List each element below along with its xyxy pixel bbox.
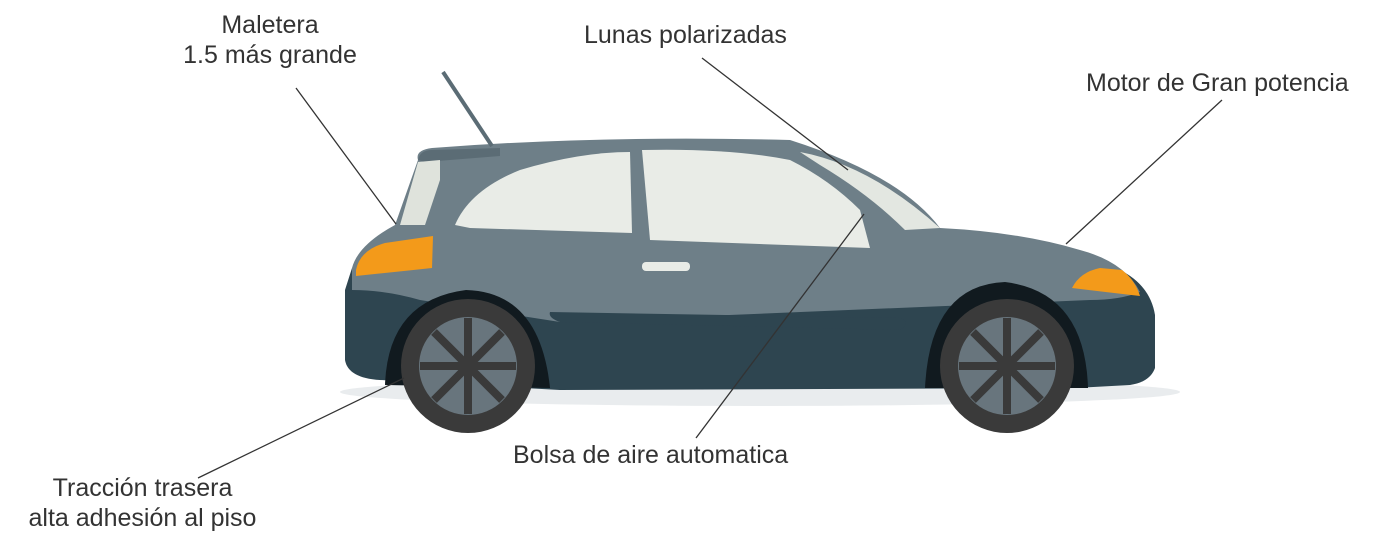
rear-quarter-window [400,160,440,225]
front-wheel [940,299,1074,433]
label-lunas: Lunas polarizadas [584,21,787,49]
leader-line-bolsa [695,213,865,439]
leader-line-maletera [295,87,397,225]
label-maletera: Maletera 1.5 más grande [160,10,380,70]
label-maletera-line2: 1.5 más grande [183,41,357,69]
label-bolsa: Bolsa de aire automatica [513,441,789,469]
leader-line-traccion [197,377,405,479]
antenna [441,70,494,148]
rear-side-window [455,152,632,233]
roof-spoiler [418,148,500,162]
leader-line-lunas [701,57,849,171]
front-side-window [642,149,870,248]
label-maletera-line1: Maletera [221,11,319,39]
door-handle [642,262,690,271]
windshield [800,152,940,230]
rear-light [356,236,433,276]
headlight [1072,268,1140,296]
label-traccion-line2: alta adhesión al piso [28,504,257,532]
side-molding [549,312,906,330]
rear-wheel [401,299,535,433]
label-traccion: Tracción trasera alta adhesión al piso [0,473,285,533]
label-traccion-line1: Tracción trasera [52,474,233,502]
leader-line-motor [1065,99,1223,245]
label-motor: Motor de Gran potencia [1086,69,1349,97]
